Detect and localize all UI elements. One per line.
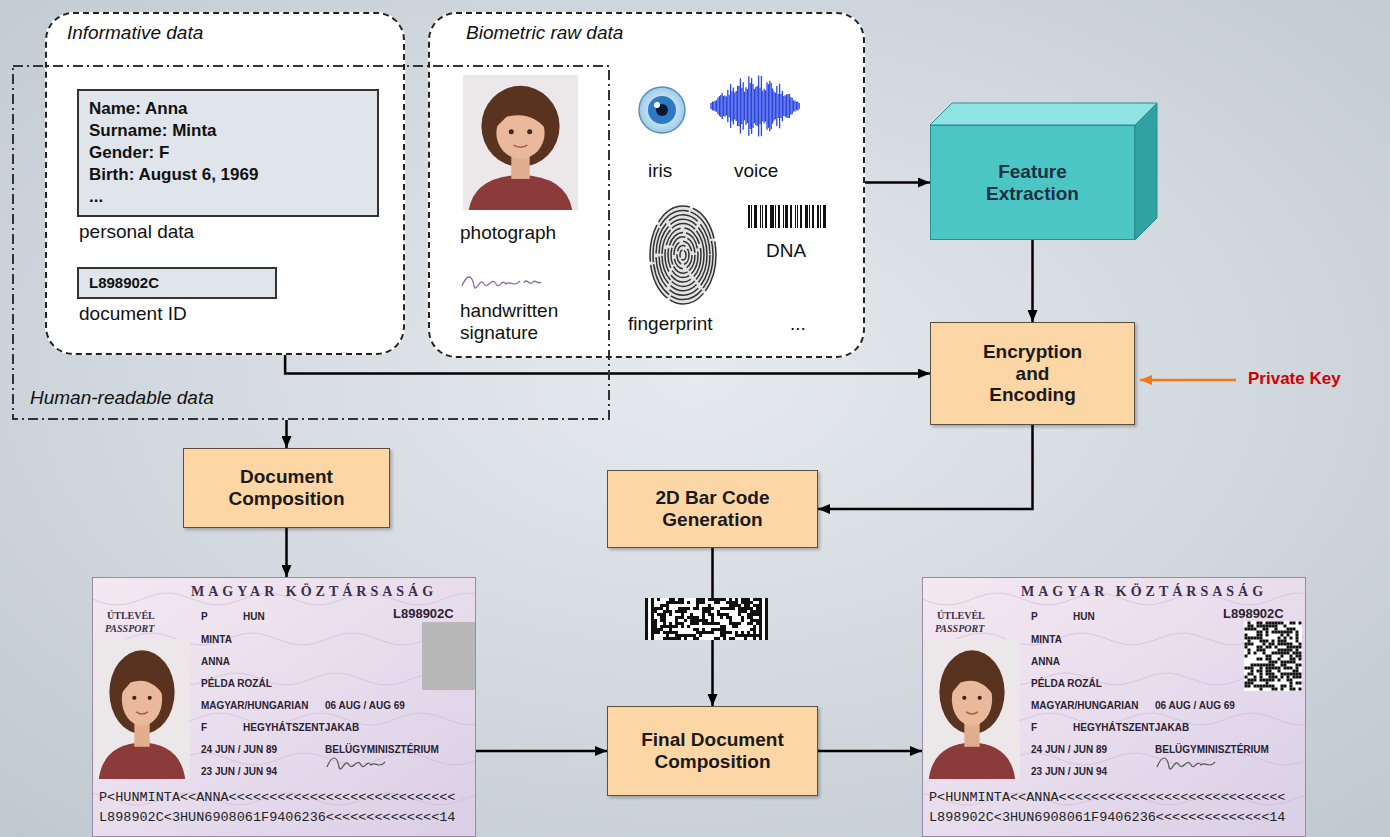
- passport-field: PASSPORT: [935, 623, 984, 634]
- process-box: Feature Extraction: [930, 125, 1135, 240]
- image-label: photograph: [460, 222, 556, 244]
- flow-arrow: [285, 528, 288, 577]
- flow-arrow: [285, 420, 288, 448]
- passport-field: HEGYHÁTSZENTJAKAB: [243, 722, 359, 733]
- node-label: Feature Extraction: [975, 161, 1090, 205]
- mrz-line: L898902C<3HUN6908061F9406236<<<<<<<<<<<<…: [99, 810, 455, 825]
- flow-arrow: [865, 181, 930, 184]
- image-label: voice: [734, 160, 778, 182]
- passport-field: ÚTLEVÉL: [937, 610, 985, 621]
- image-label: DNA: [766, 240, 806, 262]
- passport-field: MAGYAR/HUNGARIAN: [201, 700, 308, 711]
- node-label: Name: Anna: [89, 98, 188, 120]
- passport-page: [92, 577, 476, 837]
- node-label: 2D Bar Code Generation: [618, 487, 807, 531]
- passport-field: 06 AUG / AUG 69: [1155, 700, 1235, 711]
- passport-field: L898902C: [393, 606, 454, 621]
- node-label: Biometric raw data: [466, 22, 623, 44]
- passport-field: PÉLDA ROZÁL: [1031, 678, 1102, 689]
- passport-field: P: [201, 611, 208, 622]
- signature-sample: [462, 277, 541, 288]
- image-label: handwritten signature: [460, 300, 578, 344]
- passport-document: MAGYAR KÖZTÁRSASÁG ÚTLEVÉL PASSPORT P HUN L89…: [922, 577, 1306, 837]
- process-box: Document Composition: [183, 448, 390, 528]
- node-label: Document Composition: [194, 466, 379, 510]
- box-side-face: [1135, 103, 1157, 240]
- flow-arrow: [818, 750, 922, 753]
- box-caption: document ID: [79, 303, 187, 325]
- passport-field: F: [1031, 722, 1037, 733]
- face-photo: [463, 75, 578, 210]
- iris-icon: [639, 87, 685, 133]
- passport-field: 23 JUN / JUN 94: [1031, 766, 1107, 777]
- flow-arrow: [818, 425, 1033, 509]
- image-label: fingerprint: [628, 313, 713, 335]
- id-box: L898902Cdocument ID: [77, 267, 277, 299]
- passport-field: P: [1031, 611, 1038, 622]
- passport-field: BELÜGYMINISZTÉRIUM: [325, 744, 439, 755]
- face-photo: [924, 639, 1020, 779]
- mrz-line: P<HUNMINTA<<ANNA<<<<<<<<<<<<<<<<<<<<<<<<…: [99, 790, 455, 805]
- passport-field: ANNA: [201, 656, 230, 667]
- passport-field: ÚTLEVÉL: [107, 610, 155, 621]
- process-box: Encryption and Encoding: [930, 322, 1135, 425]
- face-photo: [94, 639, 190, 779]
- passport-document: MAGYAR KÖZTÁRSASÁG ÚTLEVÉL PASSPORT P HUN L89…: [92, 577, 476, 837]
- passport-header: MAGYAR KÖZTÁRSASÁG: [1021, 584, 1267, 600]
- node-label: Birth: August 6, 1969: [89, 164, 258, 186]
- box-top-face: [930, 103, 1157, 125]
- passport-field: 23 JUN / JUN 94: [201, 766, 277, 777]
- passport-field: HUN: [1073, 611, 1095, 622]
- passport-field: ANNA: [1031, 656, 1060, 667]
- passport-field: 24 JUN / JUN 89: [1031, 744, 1107, 755]
- group-panel: Informative dataName: AnnaSurname: Minta…: [45, 12, 405, 355]
- 2d-barcode: [645, 598, 768, 640]
- data-box: Name: AnnaSurname: MintaGender: FBirth: …: [77, 89, 379, 217]
- key-arrow: [1140, 379, 1236, 382]
- mrz-line: P<HUNMINTA<<ANNA<<<<<<<<<<<<<<<<<<<<<<<<…: [929, 790, 1285, 805]
- node-label: Gender: F: [89, 142, 169, 164]
- passport-field: HEGYHÁTSZENTJAKAB: [1073, 722, 1189, 733]
- panel-fill: [428, 12, 865, 358]
- process-box: 2D Bar Code Generation: [607, 470, 818, 548]
- passport-field: PÉLDA ROZÁL: [201, 678, 272, 689]
- mrz-line: L898902C<3HUN6908061F9406236<<<<<<<<<<<<…: [929, 810, 1285, 825]
- ellipsis-mark: ...: [790, 313, 806, 335]
- passport-field: BELÜGYMINISZTÉRIUM: [1155, 744, 1269, 755]
- passport-field: L898902C: [1223, 606, 1284, 621]
- node-label: Informative data: [67, 22, 203, 44]
- node-label: L898902C: [89, 272, 159, 294]
- key-label: Private Key: [1248, 369, 1341, 389]
- passport-field: MAGYAR/HUNGARIAN: [1031, 700, 1138, 711]
- passport-field: HUN: [243, 611, 265, 622]
- passport-field: MINTA: [201, 634, 232, 645]
- passport-field: F: [201, 722, 207, 733]
- passport-pattern: [92, 593, 1306, 805]
- node-label: Encryption and Encoding: [971, 341, 1094, 407]
- passport-signature: [1157, 758, 1215, 769]
- passport-signature: [327, 758, 385, 769]
- passport-field: 24 JUN / JUN 89: [201, 744, 277, 755]
- passport-field: 06 AUG / AUG 69: [325, 700, 405, 711]
- node-label: Final Document Composition: [618, 729, 807, 773]
- printed-barcode: [1244, 621, 1302, 691]
- node-label: ...: [89, 186, 103, 208]
- box-caption: personal data: [79, 221, 194, 243]
- process-box: Final Document Composition: [607, 706, 818, 796]
- passport-field: MINTA: [1031, 634, 1062, 645]
- barcode-placeholder: [422, 622, 476, 690]
- passport-page: [922, 577, 1306, 837]
- passport-field: PASSPORT: [105, 623, 154, 634]
- flow-arrow: [1031, 240, 1034, 322]
- panel-fill: [45, 12, 405, 355]
- fingerprint-icon: [650, 206, 716, 304]
- image-label: iris: [648, 160, 672, 182]
- node-label: Surname: Minta: [89, 120, 217, 142]
- node-label: Human-readable data: [30, 387, 214, 409]
- dna-barcode: [748, 205, 826, 228]
- flow-arrow: [476, 750, 607, 753]
- voice-waveform: [711, 76, 799, 137]
- passport-header: MAGYAR KÖZTÁRSASÁG: [191, 584, 437, 600]
